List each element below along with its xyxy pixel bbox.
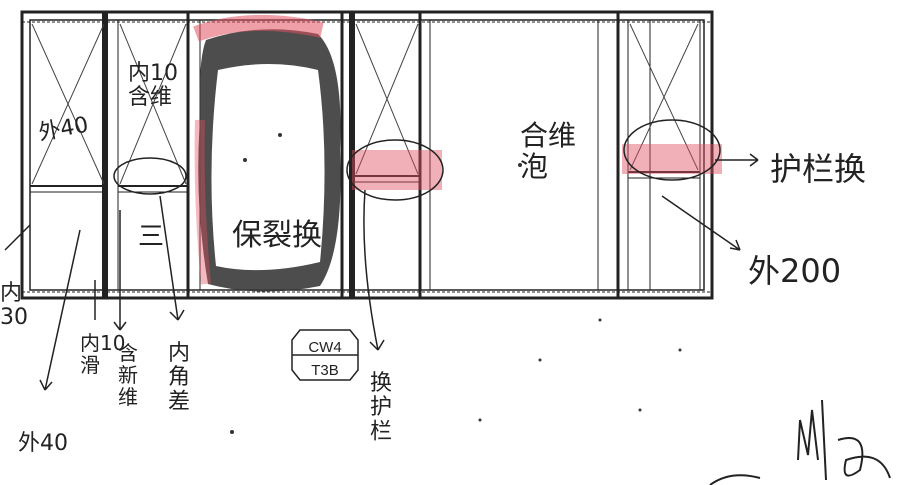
note-swap-guard: 换护栏 xyxy=(370,371,392,444)
note-outer-200: 外200 xyxy=(748,252,841,290)
signature xyxy=(709,399,891,485)
note-inner-cut: 内角差 xyxy=(168,341,190,414)
leader-lines xyxy=(4,153,759,391)
note-contains-glue: 含新维 xyxy=(118,341,138,409)
tag-bottom: T3B xyxy=(311,362,339,379)
callout-tag: CW4 T3B xyxy=(291,329,359,381)
red-highlights xyxy=(352,144,722,190)
hardware-circles xyxy=(113,119,721,201)
broken-glass-panel xyxy=(193,14,341,292)
note-outer-40-bottom: 外40 xyxy=(18,431,68,456)
panel-cross-marks xyxy=(31,23,699,185)
note-outer-40-left: 外40 xyxy=(37,113,91,146)
stray-dots xyxy=(230,133,682,434)
tag-top: CW4 xyxy=(308,339,341,356)
note-broken-glass: 保裂换 xyxy=(232,218,322,253)
mullions xyxy=(102,12,701,298)
note-glass-pan: 合维泡 xyxy=(520,119,576,183)
note-replace-frame: 护栏换 xyxy=(770,150,866,188)
transoms xyxy=(30,171,700,193)
outer-frame xyxy=(20,10,714,300)
note-three: 三 xyxy=(138,222,164,252)
